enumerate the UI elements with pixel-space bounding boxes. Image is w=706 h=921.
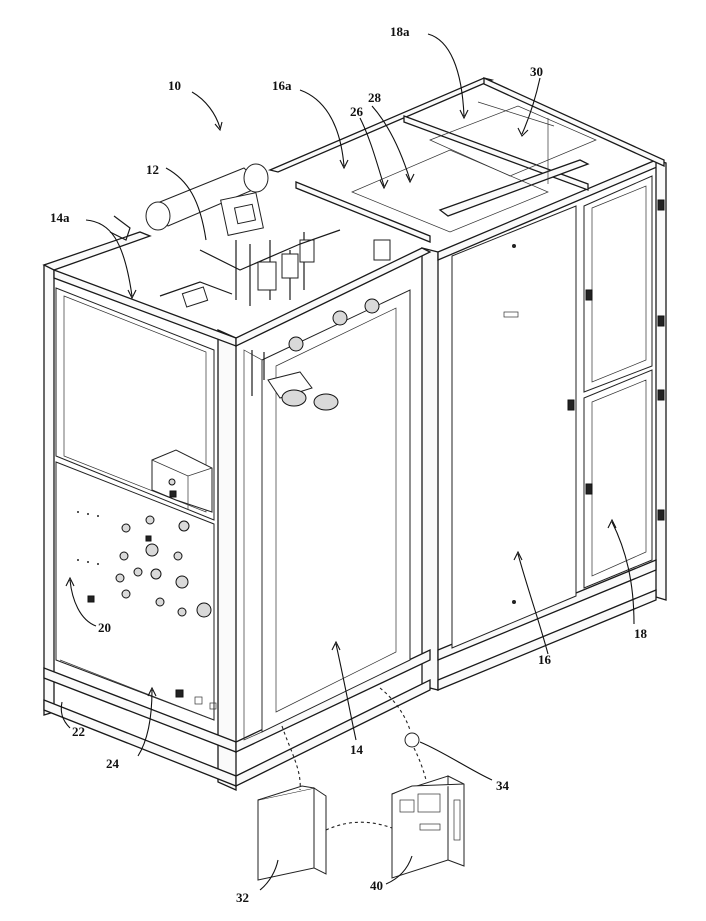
label-10: 10 [168, 78, 181, 93]
label-16: 16 [538, 652, 552, 667]
label-14: 14 [350, 742, 364, 757]
unit-40 [392, 776, 464, 878]
label-26: 26 [350, 104, 364, 119]
label-14a: 14a [50, 210, 70, 225]
label-28: 28 [368, 90, 382, 105]
label-20: 20 [98, 620, 111, 635]
label-34: 34 [496, 778, 510, 793]
label-16a: 16a [272, 78, 292, 93]
unit-32 [258, 786, 326, 880]
label-18: 18 [634, 626, 648, 641]
cabinet-14-door [244, 290, 410, 740]
cabinet-18-doors [584, 176, 664, 588]
label-24: 24 [106, 756, 120, 771]
cabinet-16-door [452, 206, 576, 648]
label-18a: 18a [390, 24, 410, 39]
control-panel-20 [56, 450, 216, 720]
label-40: 40 [370, 878, 383, 893]
label-12: 12 [146, 162, 159, 177]
label-22: 22 [72, 724, 85, 739]
device-34 [405, 733, 419, 747]
label-32: 32 [236, 890, 249, 905]
label-30: 30 [530, 64, 543, 79]
